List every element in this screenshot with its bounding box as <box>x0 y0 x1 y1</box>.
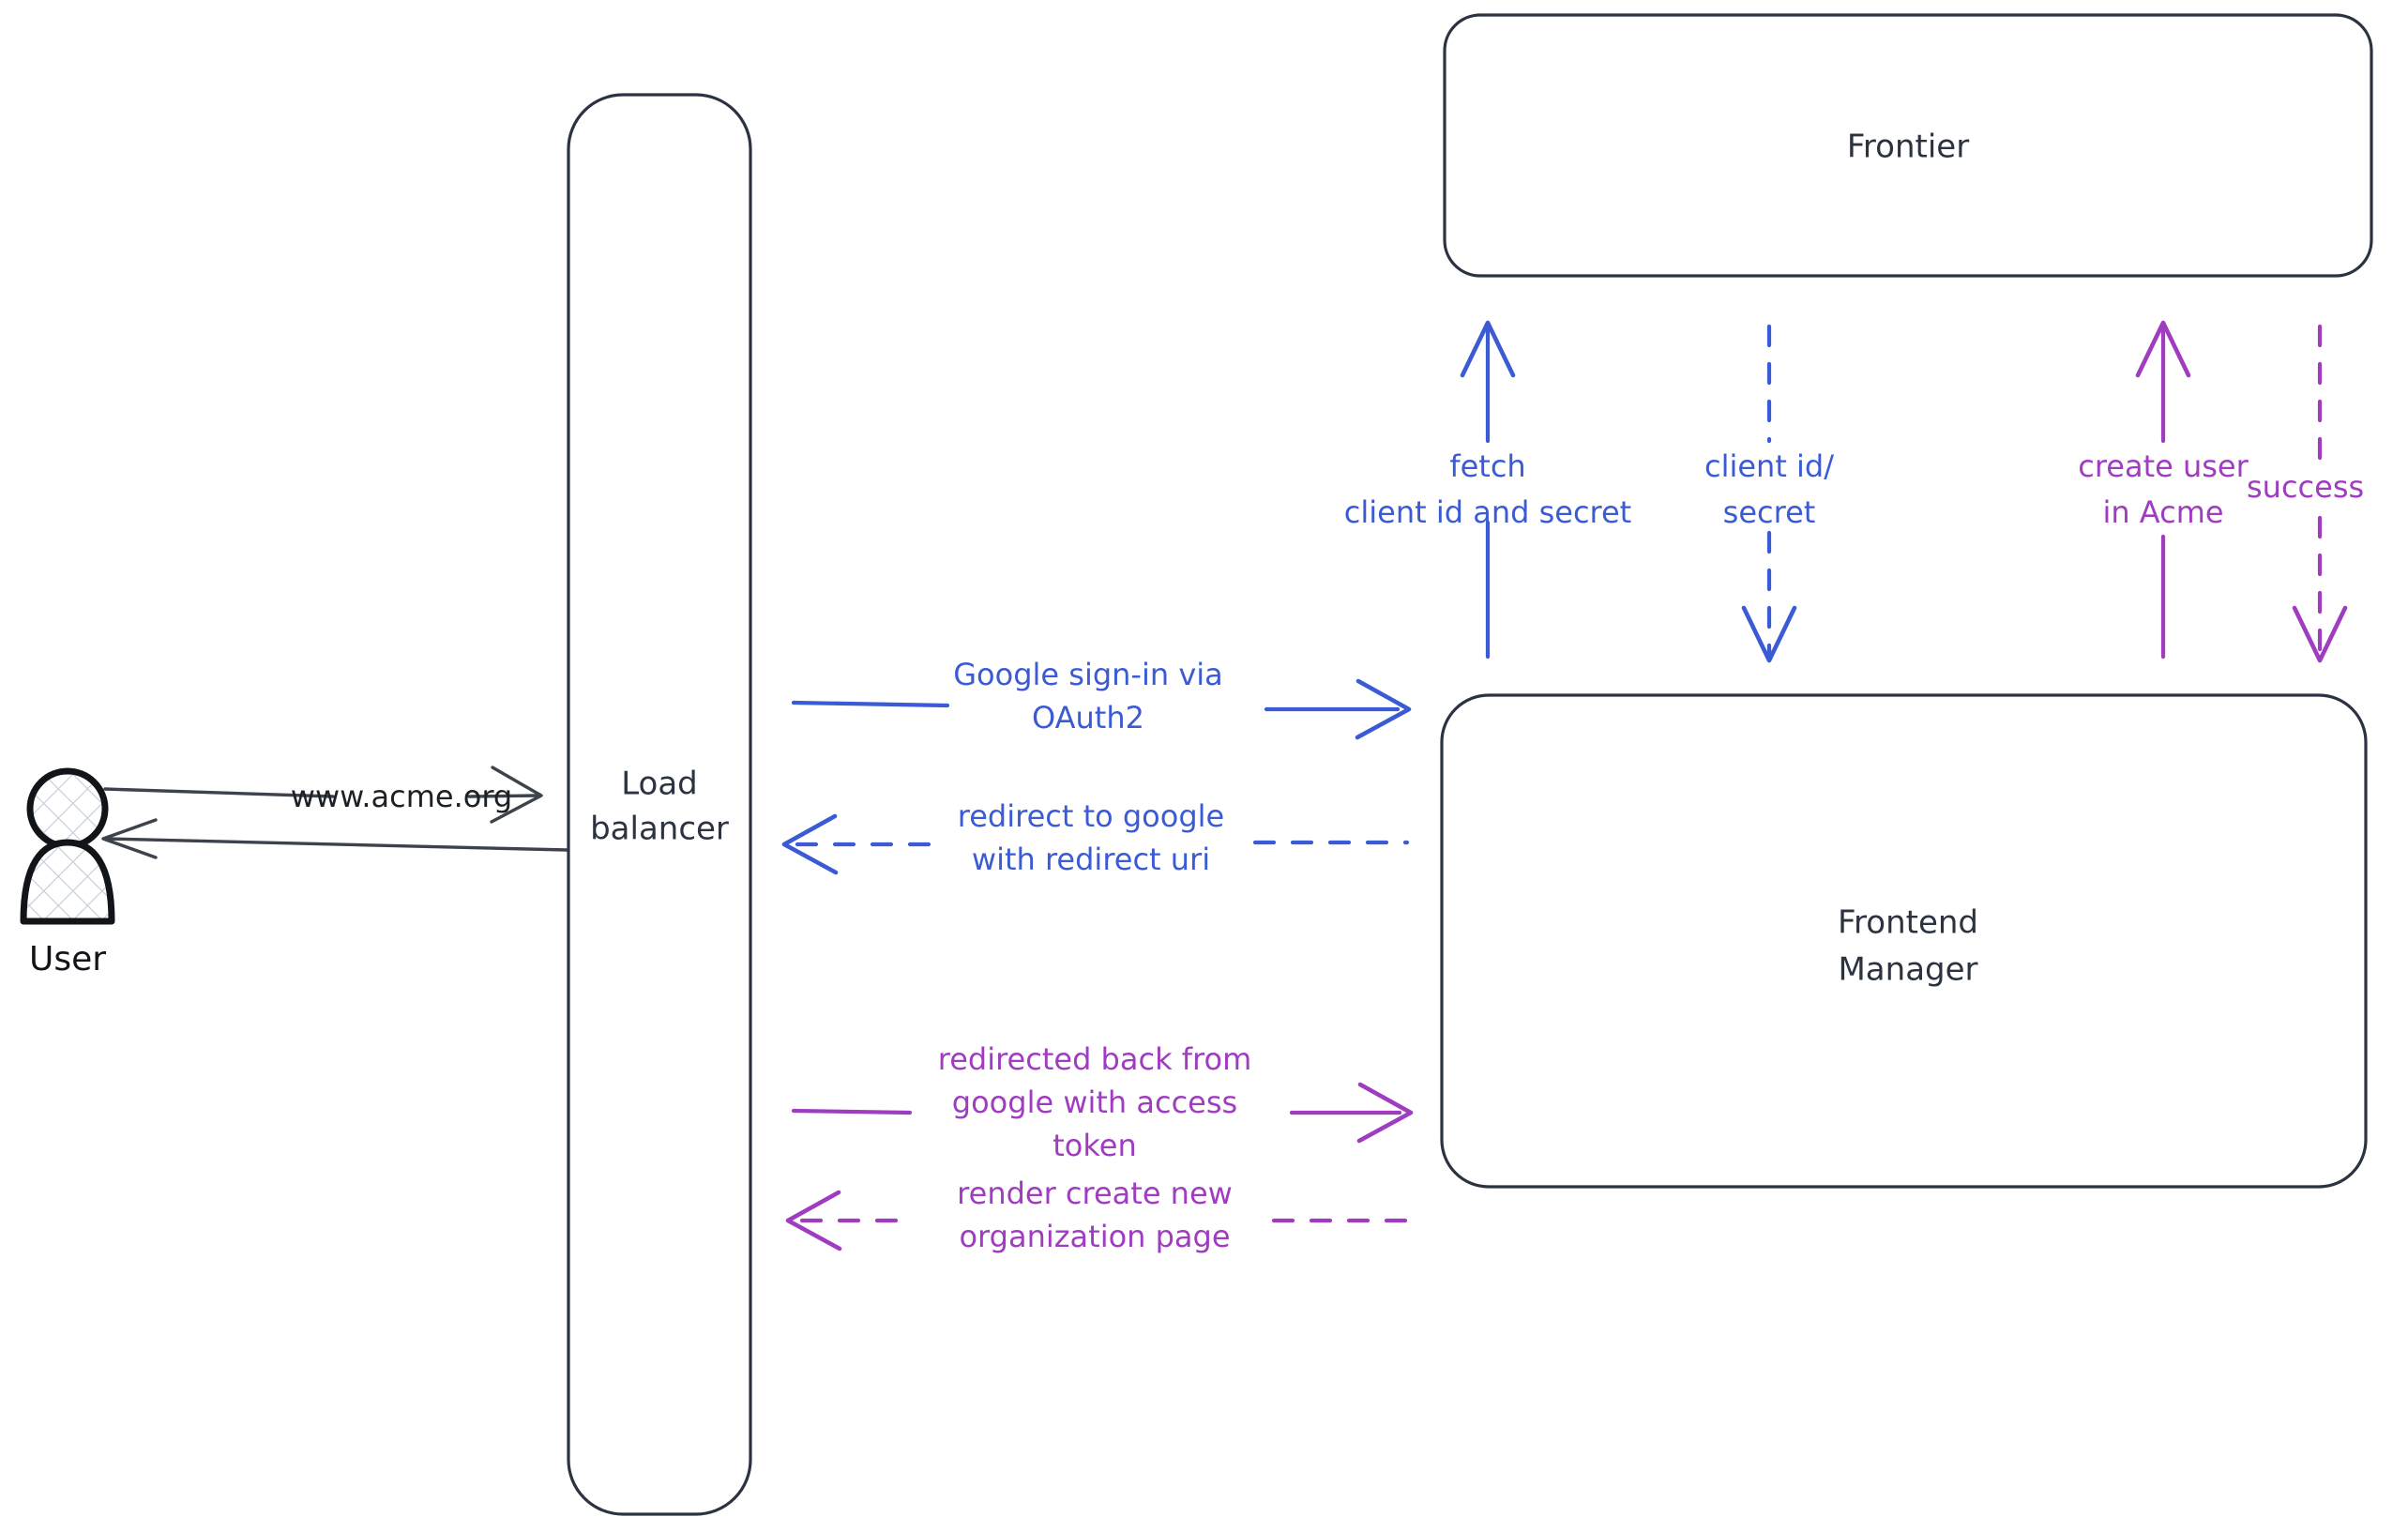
node-frontend-manager[interactable]: Frontend Manager <box>1440 693 2368 1189</box>
edge-user-to-load-balancer: www.acme.org <box>103 766 543 824</box>
node-frontier[interactable]: Frontier <box>1443 13 2373 278</box>
person-icon-body <box>20 839 115 925</box>
arrowhead-right-purple-token <box>1356 1082 1414 1144</box>
edge-signin-line-left <box>791 700 950 708</box>
node-frontier-box <box>1443 13 2373 278</box>
node-frontier-label: Frontier <box>1847 129 1969 166</box>
edge-render-label-line1: render create new <box>957 1176 1233 1211</box>
node-frontend-manager-label-line2: Manager <box>1838 951 1977 989</box>
node-frontend-manager-label-line1: Frontend <box>1838 904 1978 942</box>
edge-token-label-line3: token <box>1053 1128 1136 1163</box>
edge-user-to-lb-line-left <box>103 787 335 798</box>
edge-fm-to-lb-render: render create new organization page <box>785 1176 1410 1254</box>
edge-load-balancer-to-user <box>101 818 568 859</box>
edge-lb-to-fm-token: redirected back from google with access … <box>791 1041 1414 1163</box>
person-icon-head <box>26 767 109 850</box>
edge-redirect-label-line1: redirect to google <box>958 798 1224 834</box>
edge-fetch-label-line1: fetch <box>1449 448 1525 484</box>
node-load-balancer-label-line1: Load <box>621 766 698 803</box>
edge-signin-label-line2: OAuth2 <box>1032 700 1144 736</box>
node-frontend-manager-box <box>1440 693 2368 1189</box>
edge-fm-to-frontier-create-user: create user in Acme <box>2078 320 2249 660</box>
edge-token-line-left <box>791 1108 913 1115</box>
arrowhead-right-blue-signin <box>1355 678 1412 740</box>
node-load-balancer-box <box>567 93 752 1516</box>
edge-credentials-label-line1: client id/ <box>1704 448 1834 484</box>
arrowhead-up-purple <box>2135 320 2191 378</box>
arrowhead-up-blue <box>1460 320 1516 378</box>
edge-frontier-to-fm-credentials: client id/ secret <box>1704 324 1834 663</box>
edge-redirect-label-line2: with redirect uri <box>972 842 1210 877</box>
arrowhead-down-purple <box>2292 605 2348 663</box>
edge-create-user-label-line1: create user <box>2078 448 2249 484</box>
edge-fetch-label-line2: client id and secret <box>1344 494 1631 530</box>
edge-signin-label-line1: Google sign-in via <box>953 657 1223 692</box>
edge-credentials-label-line2: secret <box>1723 494 1816 530</box>
arrowhead-right-gray <box>490 766 543 824</box>
edge-token-label-line1: redirected back from <box>938 1041 1251 1077</box>
arrowhead-left-gray <box>101 818 158 859</box>
arrowhead-left-purple-render <box>785 1190 842 1251</box>
arrowhead-left-blue-redirect <box>781 813 839 875</box>
arrowhead-down-blue <box>1741 605 1797 663</box>
edge-render-label-line2: organization page <box>959 1219 1230 1254</box>
edge-create-user-label-line2: in Acme <box>2102 494 2223 530</box>
edge-success-label: success <box>2247 469 2364 505</box>
edge-user-to-lb-label: www.acme.org <box>291 779 512 814</box>
edge-fm-to-lb-redirect: redirect to google with redirect uri <box>781 798 1410 877</box>
actor-user-label: User <box>29 940 106 978</box>
edge-lb-to-fm-signin: Google sign-in via OAuth2 <box>791 657 1412 740</box>
actor-user[interactable]: User <box>20 767 115 978</box>
node-load-balancer[interactable]: Load balancer <box>567 93 752 1516</box>
edge-fm-to-frontier-fetch: fetch client id and secret <box>1344 320 1631 660</box>
edge-frontier-to-fm-success: success <box>2247 324 2364 663</box>
node-load-balancer-label-line2: balancer <box>590 811 729 848</box>
edge-token-label-line2: google with access <box>952 1085 1237 1120</box>
edge-lb-to-user-line <box>104 837 568 852</box>
